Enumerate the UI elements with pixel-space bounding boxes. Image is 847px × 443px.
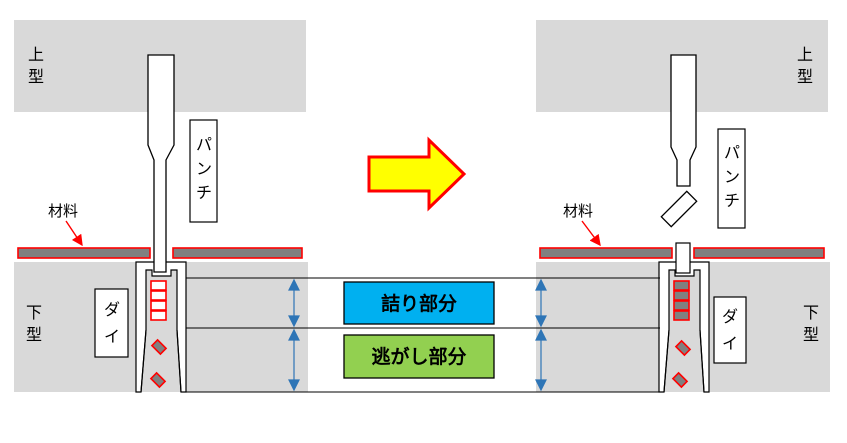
land-marks-right xyxy=(673,280,690,321)
punch-label-left-1: パ xyxy=(196,135,212,154)
material-strip-left-a xyxy=(17,247,151,259)
falling-slug-right xyxy=(660,190,698,228)
punch-label-left-2: ン xyxy=(196,159,212,178)
relief-slugs-left xyxy=(149,338,168,389)
punch-right xyxy=(670,54,697,187)
material-pointer-right xyxy=(581,220,601,247)
material-strip-left-b xyxy=(172,247,303,259)
die-label-left-2: イ xyxy=(104,327,120,346)
relief-part-box xyxy=(343,334,495,379)
die-label-right-1: ダ xyxy=(722,307,738,326)
punch-label-right-3: チ xyxy=(724,191,740,210)
die-bore-right xyxy=(663,329,705,393)
upper-die-label-right-2: 型 xyxy=(797,67,813,86)
reference-lines xyxy=(186,277,660,393)
land-part-label: 詰り部分 xyxy=(381,292,457,315)
punch-label-left-3: チ xyxy=(196,183,212,202)
lower-die-label-left-1: 下 xyxy=(26,303,42,322)
transition-arrow xyxy=(367,136,467,212)
land-marks-left xyxy=(150,280,167,321)
die-bore-left xyxy=(140,329,182,393)
punch-left xyxy=(147,54,175,273)
dimension-arrows xyxy=(288,278,547,392)
right-assembly: 上 型 下 型 材料 パ ン チ ダ イ xyxy=(536,20,830,393)
punch-label-right-2: ン xyxy=(724,167,740,186)
lower-die-label-right-1: 下 xyxy=(803,303,819,322)
relief-slugs-right xyxy=(671,339,692,389)
lower-die-label-left-2: 型 xyxy=(26,325,42,344)
material-strip-right-b xyxy=(693,247,825,259)
die-label-box-left xyxy=(94,288,129,358)
upper-die-label-right-1: 上 xyxy=(797,45,813,64)
die-label-left-1: ダ xyxy=(104,300,120,319)
die-label-box-right xyxy=(713,296,747,364)
material-pointer-left xyxy=(65,220,83,247)
left-assembly: 上 型 下 型 材料 パ ン チ xyxy=(14,20,308,393)
material-strip-right-a xyxy=(539,247,673,259)
upper-die-label-left-1: 上 xyxy=(28,45,44,64)
upper-die-label-left-2: 型 xyxy=(28,67,44,86)
punch-label-box-right xyxy=(717,128,746,229)
relief-part-label: 逃がし部分 xyxy=(371,345,466,368)
material-label-left: 材料 xyxy=(48,202,78,220)
lower-die-label-right-2: 型 xyxy=(803,325,819,344)
die-label-right-2: イ xyxy=(722,334,738,353)
punch-label-right-1: パ xyxy=(724,143,740,162)
stuck-slug-right xyxy=(675,242,691,274)
punch-label-box-left xyxy=(189,119,218,223)
material-label-right: 材料 xyxy=(563,202,593,220)
land-part-box xyxy=(343,281,495,325)
